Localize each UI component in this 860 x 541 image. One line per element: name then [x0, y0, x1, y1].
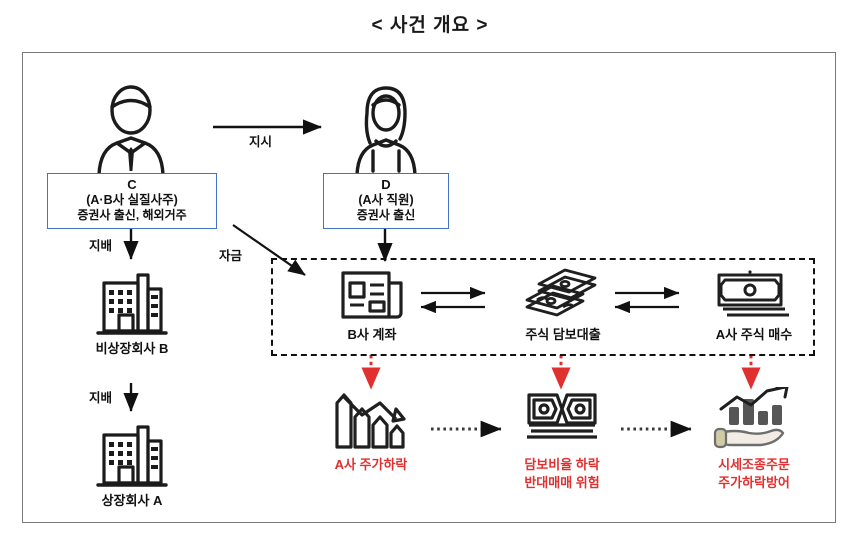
person-c-role: (A·B사 실질사주): [86, 192, 178, 207]
diagram-frame: C (A·B사 실질사주) 증권사 출신, 해외거주 D (A사 직원): [22, 52, 836, 523]
banknote-icon: [713, 267, 795, 323]
person-c-note: 증권사 출신, 해외거주: [77, 208, 187, 223]
flow-item-label-2: A사 주식 매수: [715, 327, 793, 342]
person-box-d[interactable]: D (A사 직원) 증권사 출신: [323, 173, 449, 229]
person-box-c[interactable]: C (A·B사 실질사주) 증권사 출신, 해외거주: [47, 173, 217, 229]
company-label-b: 비상장회사 B: [95, 341, 169, 356]
hand-rising-chart-icon: [711, 387, 797, 451]
building-icon: [95, 271, 169, 337]
person-d-note: 증권사 출신: [356, 208, 416, 223]
person-c-name: C: [127, 177, 137, 192]
consequence-label-2-line1: 시세조종주문: [718, 457, 790, 472]
flow-dashed-container: [271, 258, 815, 356]
edge-label-instruction: 지시: [249, 135, 273, 149]
building-icon: [95, 423, 169, 489]
consequence-label-0-line1: A사 주가하락: [334, 457, 408, 472]
consequence-label-1-line2: 반대매매 위험: [524, 475, 600, 490]
flow-item-label-0: B사 계좌: [347, 327, 397, 342]
flow-item-label-1: 주식 담보대출: [525, 327, 601, 342]
consequence-label-1-line1: 담보비율 하락: [524, 457, 600, 472]
diagram-canvas: C (A·B사 실질사주) 증권사 출신, 해외거주 D (A사 직원): [23, 53, 837, 524]
torn-money-icon: [523, 389, 601, 451]
edge-label-control-1: 지배: [89, 239, 113, 253]
person-d-name: D: [381, 177, 391, 192]
account-document-icon: [339, 267, 405, 323]
edge-label-funds: 자금: [219, 249, 243, 263]
male-person-icon: [95, 83, 167, 175]
female-person-icon: [351, 83, 421, 175]
consequence-label-2-line2: 주가하락방어: [718, 475, 790, 490]
cash-stack-icon: [521, 267, 605, 323]
page-title: < 사건 개요 >: [371, 15, 489, 36]
red-drop-arrows: [361, 355, 761, 390]
edge-label-control-2: 지배: [89, 391, 113, 405]
person-d-role: (A사 직원): [358, 192, 414, 207]
declining-bar-chart-icon: [331, 389, 411, 451]
company-label-a: 상장회사 A: [101, 493, 163, 508]
